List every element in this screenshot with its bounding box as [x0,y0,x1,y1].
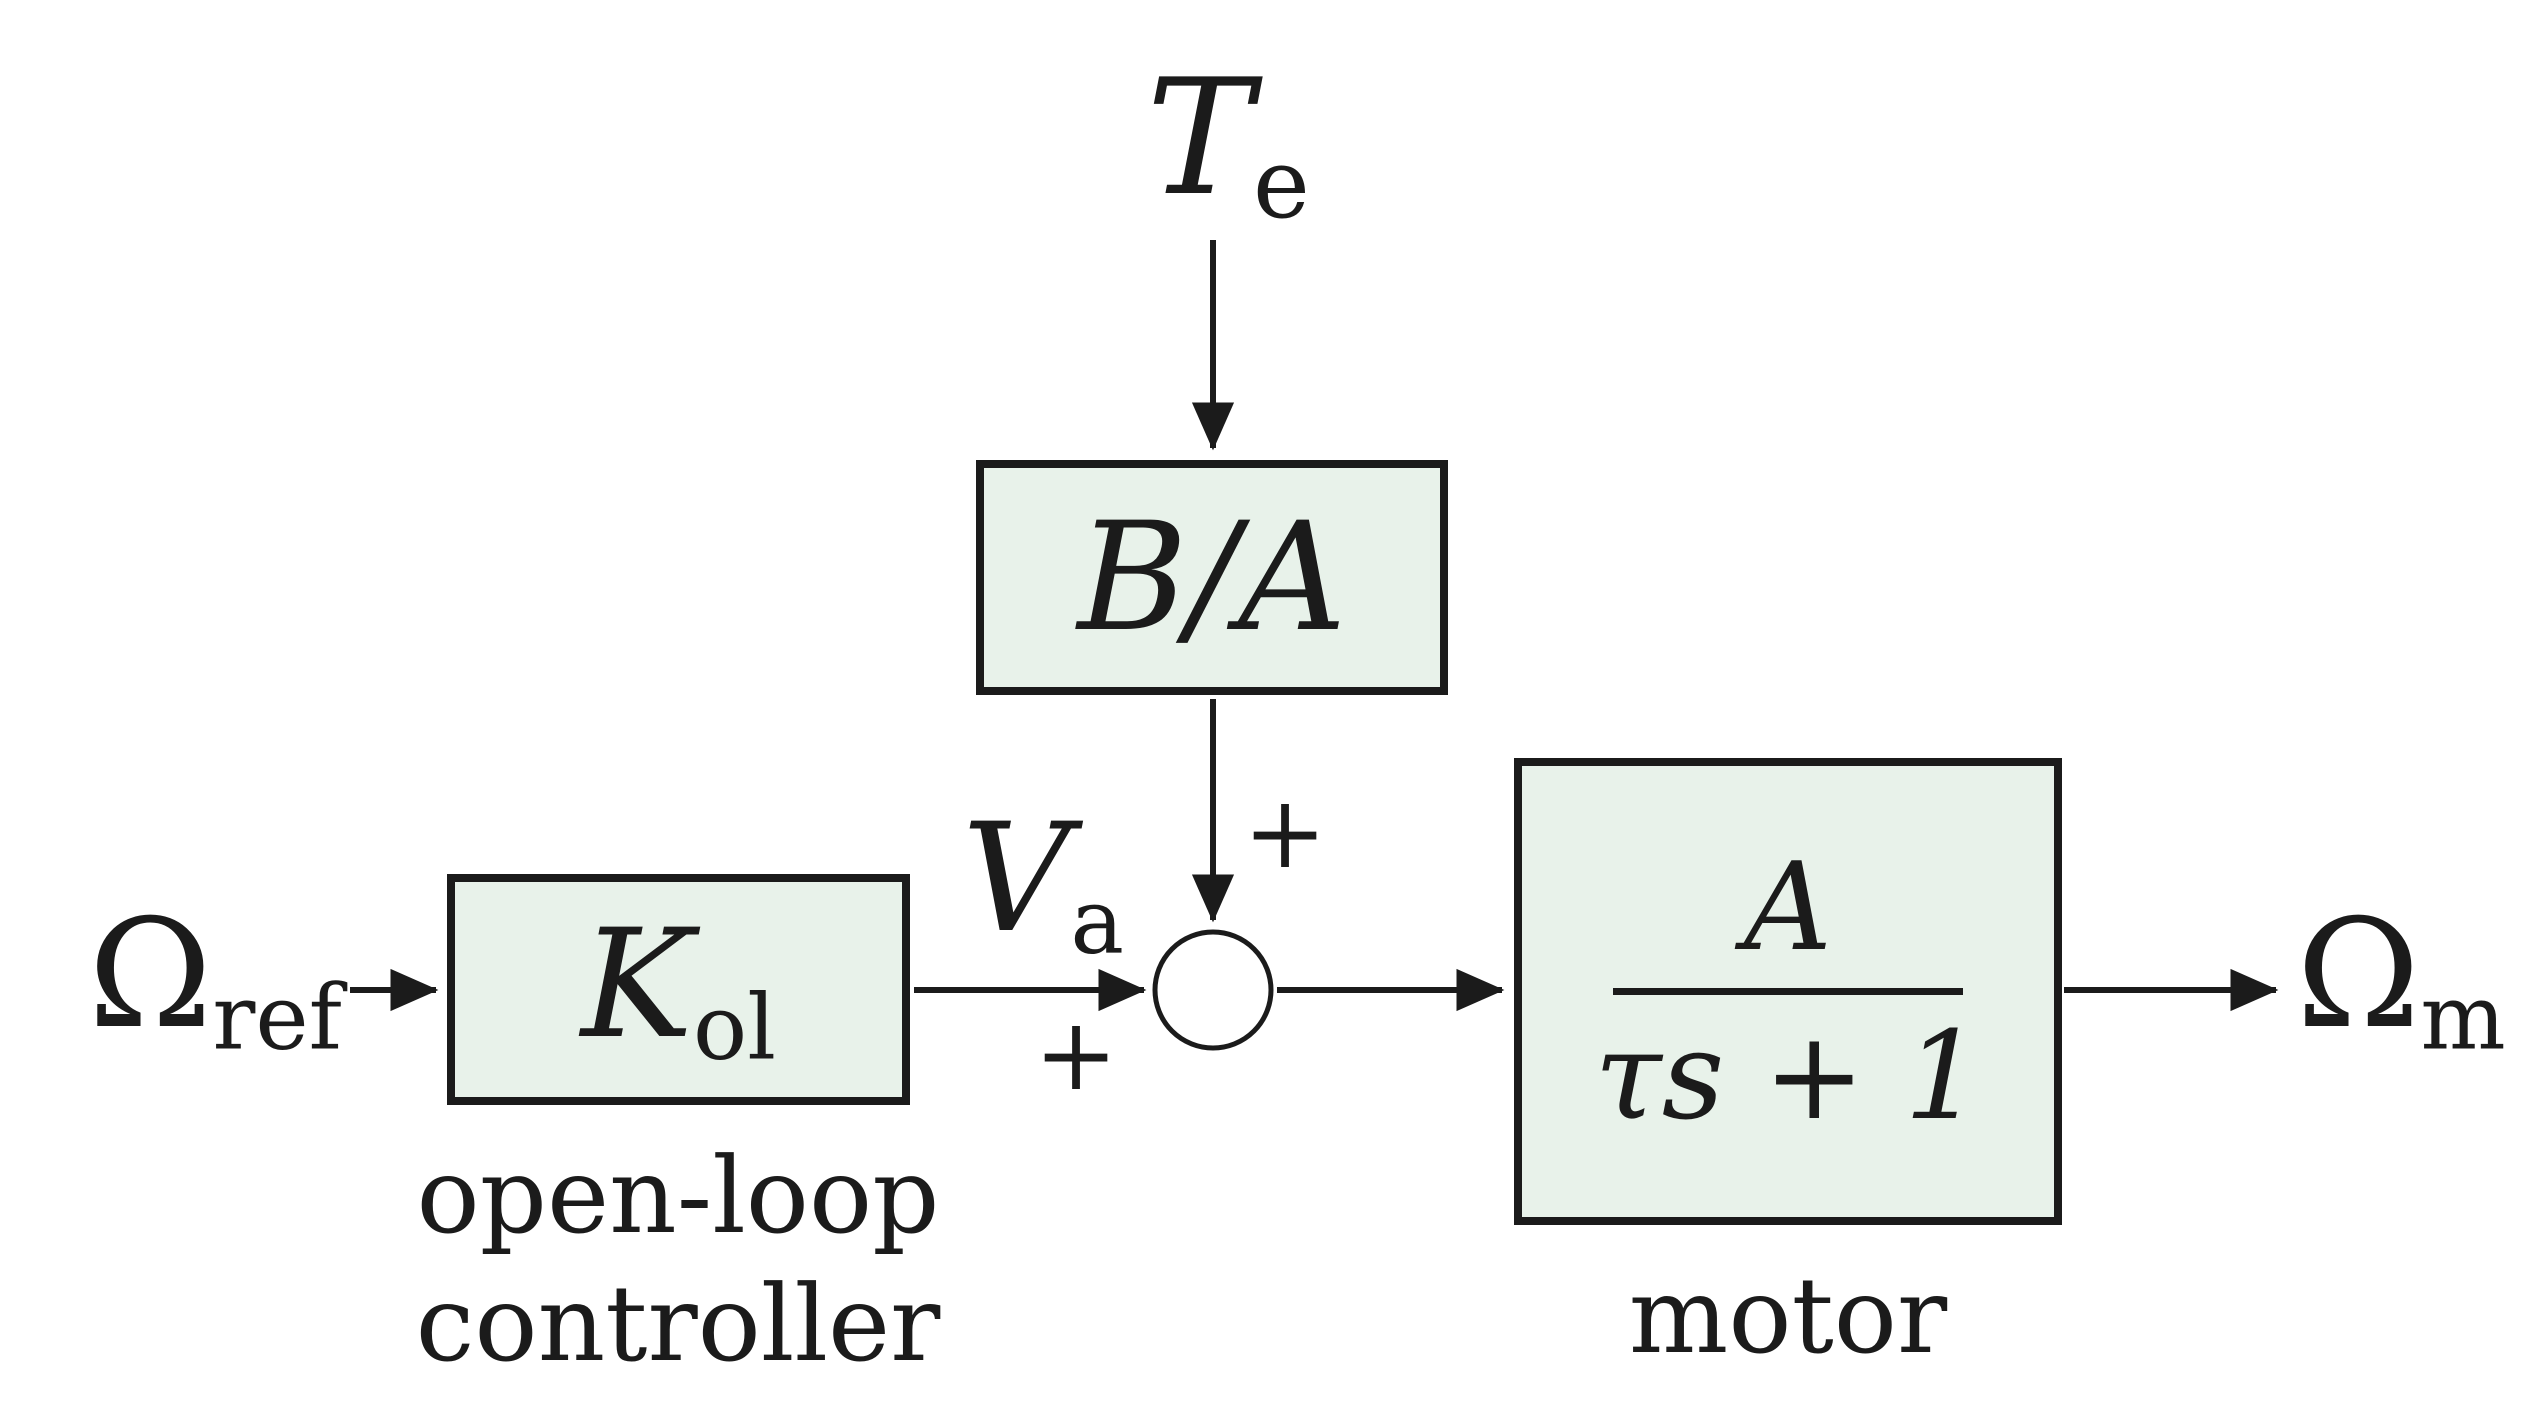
motor-transfer-function: A τs + 1 [1594,846,1982,1137]
disturbance-label-main: T [1146,44,1253,231]
input-label-main: Ω [88,888,213,1062]
control-signal-label-main: V [962,792,1071,966]
input-label-sub: ref [212,965,342,1071]
controller-caption-line1: open-loop [416,1135,940,1257]
motor-numerator: A [1743,836,1833,978]
output-label: Ωm [2296,900,2506,1064]
control-signal-label-sub: a [1070,869,1124,975]
sum-plus-top: + [1243,774,1327,891]
gain-block: B/A [976,460,1448,695]
disturbance-label: Te [1146,58,1310,233]
motor-caption: motor [1628,1255,1948,1377]
summing-junction [1152,929,1274,1051]
controller-caption: open-loop controller [416,1132,941,1388]
controller-caption-line2: controller [415,1263,941,1386]
output-label-main: Ω [2296,888,2421,1062]
input-label: Ωref [88,900,342,1064]
controller-block: Kol [447,874,910,1105]
disturbance-label-sub: e [1252,128,1310,240]
motor-denominator: τs + 1 [1594,1005,1982,1147]
control-signal-label: Va [962,804,1124,968]
sum-plus-left: + [1034,996,1118,1113]
output-label-sub: m [2420,965,2506,1071]
fraction-bar [1612,988,1963,995]
motor-block: A τs + 1 [1514,758,2062,1225]
controller-block-sub: ol [693,975,777,1081]
controller-block-main: K [580,898,694,1073]
gain-block-label: B/A [1077,490,1347,665]
